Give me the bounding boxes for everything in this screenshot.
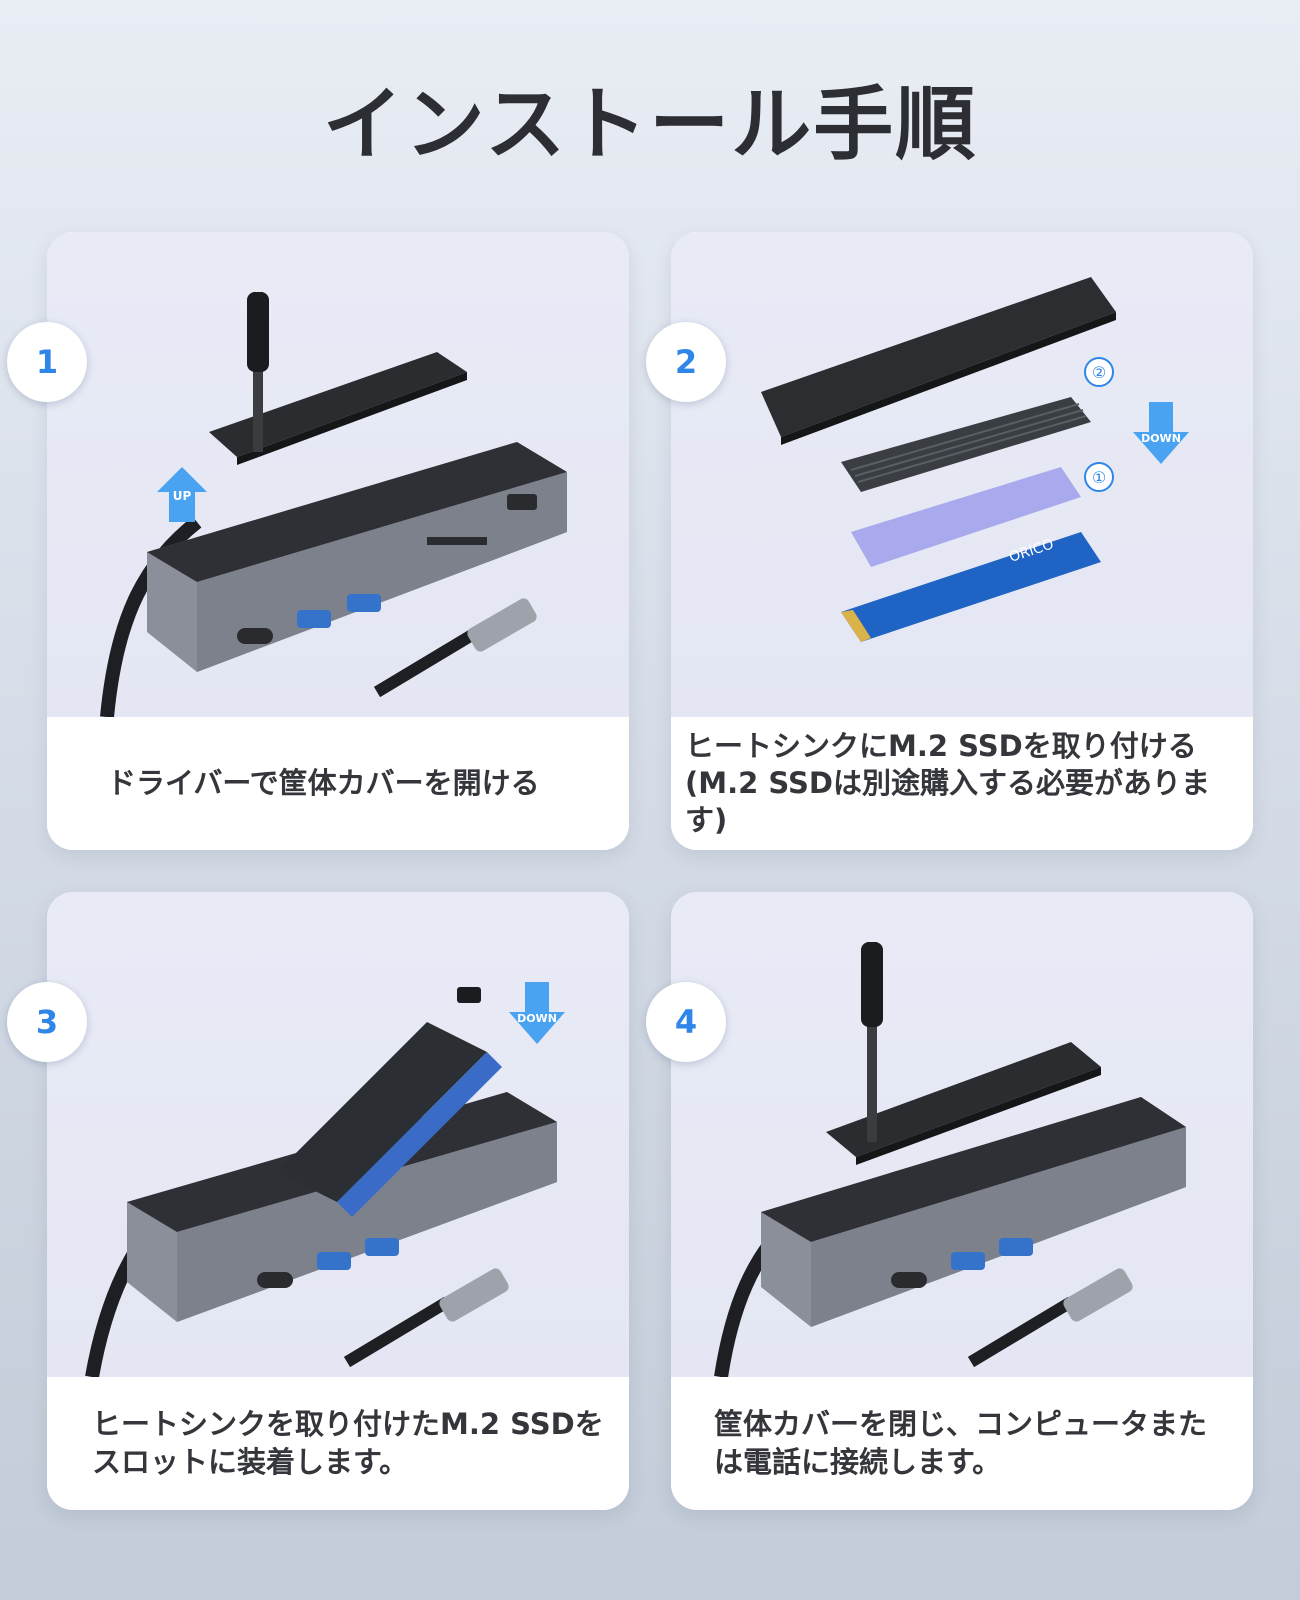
up-arrow-label: UP [173,489,192,503]
step-2-caption: ヒートシンクにM.2 SSDを取り付ける(M.2 SSDは別途購入する必要があり… [671,717,1253,850]
step-3-illustration: DOWN [47,892,629,1377]
marker-1: ① [1092,468,1106,487]
step-card-1: UP ドライバーで筐体カバーを開ける [47,232,629,850]
step-4-caption: 筐体カバーを閉じ、コンピュータまたは電話に接続します。 [671,1377,1253,1510]
step-4-illustration [671,892,1253,1377]
down-arrow-label-3: DOWN [517,1012,557,1025]
step-3-caption: ヒートシンクを取り付けたM.2 SSDをスロットに装着します。 [47,1377,629,1510]
step-1-illustration: UP [47,232,629,717]
down-arrow-label: DOWN [1141,432,1181,445]
step-card-2: ORICO ② ① DOWN ヒートシンクにM.2 SSDを取り付ける(M.2 … [671,232,1253,850]
step-1-badge: 1 [7,322,87,402]
marker-2: ② [1092,363,1106,382]
step-3-badge: 3 [7,982,87,1062]
step-2-badge: 2 [646,322,726,402]
step-card-3: DOWN ヒートシンクを取り付けたM.2 SSDをスロットに装着します。 [47,892,629,1510]
step-2-illustration: ORICO ② ① DOWN [671,232,1253,717]
page-title: インストール手順 [322,78,978,171]
step-4-badge: 4 [646,982,726,1062]
step-card-4: 筐体カバーを閉じ、コンピュータまたは電話に接続します。 [671,892,1253,1510]
step-1-caption: ドライバーで筐体カバーを開ける [47,717,629,850]
